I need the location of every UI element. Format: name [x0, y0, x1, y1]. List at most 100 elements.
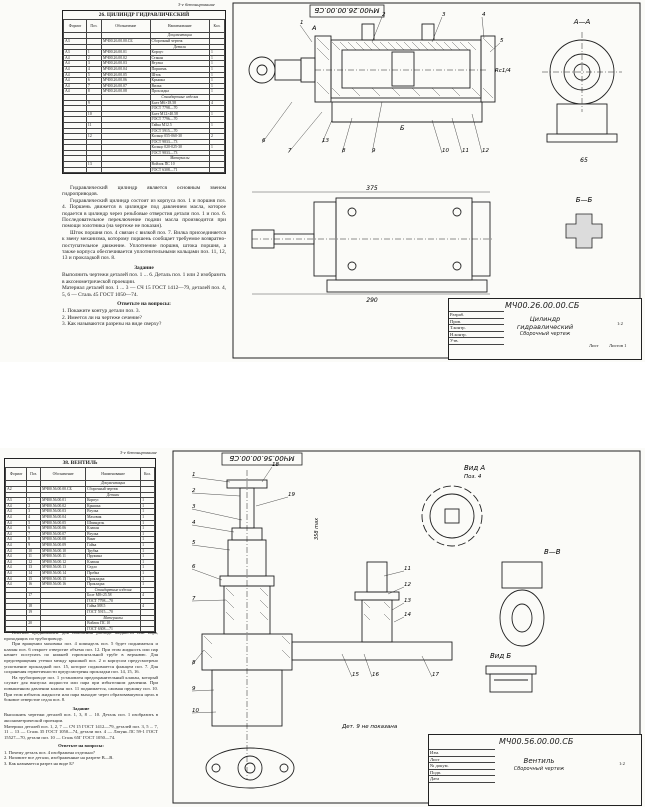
stamp-scale-2: 1:2 — [619, 761, 625, 766]
callout-leader — [481, 16, 485, 39]
spec-cell-fmt: А2 — [4, 486, 28, 493]
section-bb-label: Б—Б — [576, 196, 593, 204]
spec-cell-qty: 1 — [140, 502, 155, 510]
rotated-code-2: МЧ00.56.00.00.СБ — [229, 454, 294, 462]
spec-cell-qty — [140, 625, 155, 633]
stamp-row: Н.контр. — [449, 332, 504, 339]
spec-cell-pos: 3 — [85, 60, 102, 67]
callout-number: 3 — [442, 12, 446, 18]
callout-number: 5 — [500, 38, 504, 44]
spec-cell-qty: 1 — [208, 66, 226, 73]
spec-cell-qty: 1 — [208, 71, 226, 79]
spec-cell-pos — [85, 105, 102, 112]
callout-number: 14 — [404, 612, 411, 618]
section-vv-view — [499, 561, 545, 647]
callout-leader — [391, 602, 405, 611]
spec-cell-fmt — [63, 166, 87, 174]
stamp-name-line2: гидравлический — [516, 322, 574, 331]
callout-leader — [191, 568, 223, 581]
callout-number: 7 — [288, 148, 292, 154]
question-item: 2. Имеется ли на чертеже сечение? — [62, 314, 142, 321]
dim-length-label: 375 — [366, 185, 378, 192]
spec-cell-name: Болт М6×18.58 — [149, 99, 210, 107]
spec-section-row: Детали — [4, 491, 155, 499]
description-block: Гидравлический цилиндр является основным… — [62, 185, 226, 328]
spec-cell-qty: 1 — [208, 110, 226, 118]
description-paragraph: Гидравлический цилиндр состоит из корпус… — [62, 197, 226, 230]
spec-cell-pos: 8 — [85, 88, 102, 95]
spec-cell-fmt — [4, 491, 28, 499]
spec-cell-name: ГОСТ 7798—70 — [149, 105, 210, 112]
spec-cell-qty — [140, 480, 155, 487]
callout-leader — [261, 101, 293, 144]
spec-header-cell: Кол. — [140, 467, 155, 482]
valve-main-view — [201, 470, 453, 780]
spec-header-cell: Наименование — [85, 467, 142, 482]
spec-cell-name: ГОСТ 6308—71 — [85, 625, 142, 633]
callout-leader — [191, 524, 235, 533]
spec-header-cell: Наименование — [149, 19, 210, 34]
callout-number: 4 — [192, 520, 196, 526]
description-paragraph: Шток поршня поз. 4 связан с вилкой поз. … — [62, 229, 226, 262]
spec-cell-qty: 1 — [208, 77, 226, 84]
spec-cell-qty: 1 — [208, 121, 226, 129]
stamp-name-2-line2: Сборочный чертеж — [513, 766, 565, 772]
assembly-drawing-cylinder: МЧ00.26.00.00.СБ — [232, 2, 641, 359]
callout-number: 17 — [432, 672, 439, 678]
dim-width-label: 290 — [366, 297, 378, 304]
callout-number: 2 — [382, 12, 386, 18]
callout-number: 10 — [442, 148, 449, 154]
view-a-sub: Поз. 4 — [464, 474, 482, 480]
spec-cell-pos: 7 — [85, 82, 102, 90]
spec-cell-name: Гайка М12.5 — [149, 121, 210, 129]
callout-leader — [299, 24, 313, 43]
spec-cell-qty: 4 — [208, 99, 226, 107]
spec-cell-name: Поршень — [149, 66, 210, 73]
note-label: Дет. 9 не показана — [341, 724, 398, 730]
callout-leader — [489, 42, 501, 53]
sheet-hydraulic-cylinder: 3-е бетонирование 26. ЦИЛИНДР ГИДРАВЛИЧЕ… — [0, 0, 645, 362]
spec-cell-name: Прокладка — [149, 88, 210, 95]
spec-cell-name: Вилка — [149, 82, 210, 90]
question-item: 2. Назовите все детали, изображенные на … — [4, 755, 114, 761]
callout-number: 16 — [372, 672, 379, 678]
callout-number: 1 — [300, 20, 304, 26]
spec-cell-qty — [208, 166, 226, 174]
callout-number: 5 — [192, 540, 196, 546]
spec-cell-name: ГОСТ 7796—70 — [149, 116, 210, 123]
spec-cell-fmt — [4, 625, 28, 633]
callout-number: 6 — [262, 138, 266, 144]
spec-cell-fmt: А3 — [4, 497, 28, 504]
callout-leader — [191, 508, 243, 521]
valve-bottom-view — [205, 747, 295, 789]
spec-cell-qty — [208, 105, 226, 112]
spec-cell-name: Крышка — [85, 502, 142, 510]
callout-leader — [431, 119, 443, 154]
view-a-marker: А — [311, 24, 316, 32]
callout-leader — [191, 649, 205, 666]
spec-cell-pos: 9 — [85, 99, 102, 107]
task-text: Выполнить чертежи деталей поз. 1 ... 6. … — [62, 272, 226, 285]
callout-number: 13 — [404, 598, 411, 604]
stamp-row: Изм. — [429, 750, 495, 757]
spec-cell-qty: 1 — [140, 497, 155, 504]
spec-cell-name: Крышка — [149, 77, 210, 84]
header-note: 3-е бетонирование — [178, 2, 215, 7]
section-aa-label: А—А — [573, 18, 591, 26]
spec-header-cell: Формат — [63, 19, 87, 34]
title-block-cylinder: МЧ00.26.00.00.СБ Цилиндр гидравлический … — [448, 298, 642, 360]
callout-leader — [363, 653, 373, 678]
stamp-row: Разраб. — [449, 312, 504, 319]
callout-leader — [471, 113, 483, 154]
callout-number: 13 — [322, 138, 329, 144]
callout-number: 8 — [342, 148, 346, 154]
callout-number: 6 — [192, 564, 196, 570]
title-block-valve: МЧ00.56.00.00.СБ Вентиль Сборочный черте… — [428, 734, 642, 806]
